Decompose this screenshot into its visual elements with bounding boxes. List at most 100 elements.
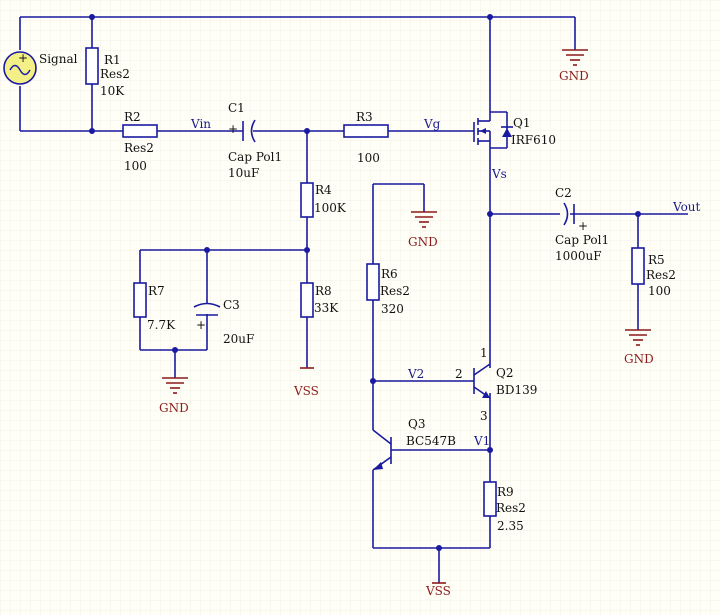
resistor-r1: R1 Res2 10K <box>85 47 130 98</box>
q2-ref: Q2 <box>496 366 513 380</box>
vss-label: VSS <box>293 384 319 398</box>
mosfet-q1: Q1 IRF610 <box>473 108 556 152</box>
junction <box>487 447 493 453</box>
net-vg: Vg <box>423 117 441 131</box>
r8-value: 33K <box>314 301 339 315</box>
resistor-body <box>483 481 497 517</box>
resistor-body <box>631 247 645 285</box>
r2-ref: R2 <box>124 110 141 124</box>
vss-label: VSS <box>425 584 451 598</box>
c1-type: Cap Pol1 <box>228 150 282 164</box>
gnd-symbol-mid: GND <box>408 211 438 249</box>
junctions <box>89 14 641 551</box>
resistor-body <box>85 47 99 85</box>
net-vs: Vs <box>491 167 507 181</box>
capacitor-plate-curved <box>250 119 256 143</box>
r2-value: 100 <box>124 159 147 173</box>
bjt-q3: Q3 BC547B <box>372 417 456 471</box>
resistor-body <box>300 282 314 318</box>
sine-wave-icon <box>9 64 31 76</box>
junction <box>89 14 95 20</box>
vss-symbol-bottom: VSS <box>425 582 451 598</box>
gnd-symbol-r5: GND <box>624 329 654 366</box>
q3-part: BC547B <box>406 434 456 448</box>
signal-label: Signal <box>39 52 78 66</box>
resistor-body <box>122 124 158 138</box>
r3-value: 100 <box>357 151 380 165</box>
signal-source-icon <box>3 51 37 85</box>
vss-symbol-r8: VSS <box>293 367 319 398</box>
q3-ref: Q3 <box>408 417 425 431</box>
q2-part: BD139 <box>496 383 537 397</box>
capacitor-c1: + C1 Cap Pol1 10uF <box>228 101 282 180</box>
r2-type: Res2 <box>124 141 154 155</box>
q2-pin2: 2 <box>455 367 463 381</box>
capacitor-c3: + C3 20uF <box>193 298 254 346</box>
junction <box>304 128 310 134</box>
resistor-body <box>366 263 380 301</box>
r8-ref: R8 <box>315 284 332 298</box>
r6-type: Res2 <box>380 284 410 298</box>
junction <box>172 347 178 353</box>
npn-arrow-icon <box>373 462 383 470</box>
mosfet-arrow-icon <box>480 128 486 134</box>
junction <box>304 247 310 253</box>
c3-ref: C3 <box>223 298 240 312</box>
q1-part: IRF610 <box>511 133 556 147</box>
r6-value: 320 <box>381 302 404 316</box>
c3-value: 20uF <box>223 332 254 346</box>
net-v1: V1 <box>473 434 490 448</box>
c2-type: Cap Pol1 <box>555 233 609 247</box>
gnd-label: GND <box>624 352 654 366</box>
plus-sign: + <box>228 122 238 136</box>
r4-ref: R4 <box>315 183 332 197</box>
r7-ref: R7 <box>148 284 165 298</box>
net-vout: Vout <box>672 200 701 214</box>
r7-value: 7.7K <box>147 318 176 332</box>
resistor-r2: R2 Res2 100 <box>122 110 158 173</box>
resistor-r7: R7 7.7K <box>133 282 176 332</box>
r1-type: Res2 <box>100 67 130 81</box>
junction <box>370 378 376 384</box>
resistor-r8: R8 33K <box>300 282 339 318</box>
capacitor-plate-curved <box>193 302 221 308</box>
q1-ref: Q1 <box>513 116 530 130</box>
q2-pin1: 1 <box>480 346 488 360</box>
r9-ref: R9 <box>497 485 514 499</box>
plus-sign: + <box>196 318 206 332</box>
capacitor-c2: + C2 Cap Pol1 1000uF <box>555 186 609 263</box>
signal-source: + Signal <box>3 51 78 85</box>
junction <box>487 14 493 20</box>
c2-value: 1000uF <box>555 249 602 263</box>
r4-value: 100K <box>314 201 347 215</box>
q2-pin3: 3 <box>480 409 488 423</box>
resistor-r9: R9 Res2 2.35 <box>483 481 526 533</box>
resistor-r4: R4 100K <box>300 182 347 218</box>
r3-ref: R3 <box>356 110 373 124</box>
r5-ref: R5 <box>648 253 665 267</box>
resistor-r6: R6 Res2 320 <box>366 263 410 316</box>
junction <box>89 128 95 134</box>
c1-value: 10uF <box>228 166 259 180</box>
net-labels: Vin Vg Vs Vout V2 V1 <box>190 117 701 448</box>
npn-arrow-icon <box>482 391 490 398</box>
r5-value: 100 <box>648 284 671 298</box>
net-vin: Vin <box>190 117 211 131</box>
bjt-q2: 1 2 3 Q2 BD139 <box>455 346 537 423</box>
net-v2: V2 <box>407 367 424 381</box>
gnd-label: GND <box>559 69 589 83</box>
resistor-r5: R5 Res2 100 <box>631 247 676 298</box>
resistor-body <box>133 282 147 318</box>
c1-ref: C1 <box>228 101 245 115</box>
gnd-label: GND <box>159 401 189 415</box>
gnd-label: GND <box>408 235 438 249</box>
collector-leg <box>372 429 392 445</box>
junction <box>487 211 493 217</box>
resistor-body <box>300 182 314 218</box>
plus-sign: + <box>18 51 28 65</box>
resistor-r3: R3 100 <box>343 110 389 165</box>
r6-ref: R6 <box>381 267 398 281</box>
collector-leg <box>473 363 491 376</box>
